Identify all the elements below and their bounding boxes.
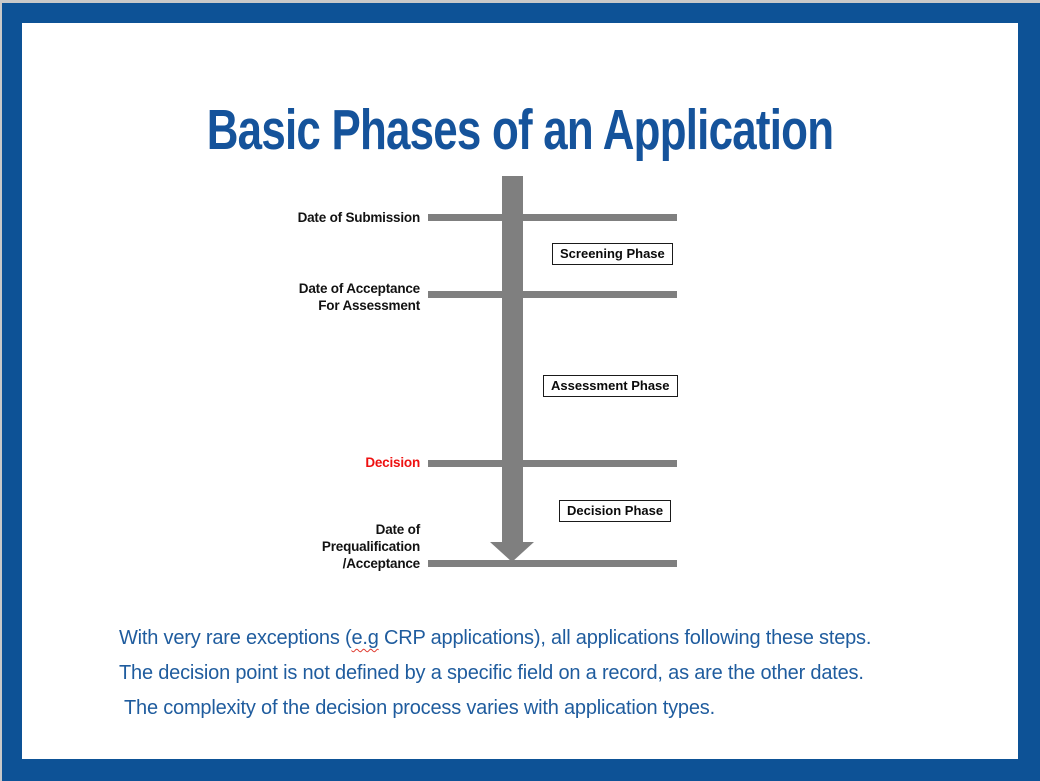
- milestone-label-submission: Date of Submission: [130, 209, 421, 226]
- milestone-label-line: For Assessment: [318, 298, 420, 313]
- milestone-label-acceptance: Date of Acceptance For Assessment: [130, 280, 420, 314]
- milestone-label-line: Date of: [375, 522, 421, 537]
- milestone-label-line: Date of Acceptance: [298, 281, 420, 296]
- milestone-label-line: Decision: [365, 455, 420, 470]
- milestone-label-prequalification: Date of Prequalification /Acceptance: [130, 521, 420, 572]
- notes-line-2: The decision point is not defined by a s…: [119, 662, 864, 684]
- notes-line1-post: CRP applications), all applications foll…: [378, 627, 872, 649]
- tick-bar-prequalification: [428, 560, 677, 567]
- phase-box-assessment: Assessment Phase: [543, 375, 678, 397]
- tick-bar-decision: [428, 460, 677, 467]
- notes-line-3: The complexity of the decision process v…: [124, 697, 715, 719]
- milestone-label-line: Date of Submission: [297, 210, 421, 225]
- phase-box-screening: Screening Phase: [552, 243, 673, 265]
- notes-line-1: With very rare exceptions (e.g CRP appli…: [119, 621, 999, 656]
- milestone-label-decision: Decision: [130, 454, 420, 471]
- milestone-label-line: Prequalification: [321, 539, 420, 554]
- tick-bar-acceptance: [428, 291, 677, 298]
- milestone-label-line: /Acceptance: [342, 556, 421, 571]
- slide-title: Basic Phases of an Application: [206, 98, 834, 163]
- phase-box-decision: Decision Phase: [559, 500, 672, 522]
- notes-line1-pre: With very rare exceptions (: [119, 627, 352, 649]
- window-edge-left: [0, 0, 2, 781]
- window-edge-top: [0, 0, 1040, 3]
- tick-bar-submission: [428, 214, 677, 221]
- arrow-down-icon: [490, 542, 534, 562]
- notes-block: With very rare exceptions (e.g CRP appli…: [119, 621, 999, 726]
- spellcheck-flagged-word: e.g: [351, 627, 379, 649]
- timeline-arrow-shaft: [502, 176, 523, 542]
